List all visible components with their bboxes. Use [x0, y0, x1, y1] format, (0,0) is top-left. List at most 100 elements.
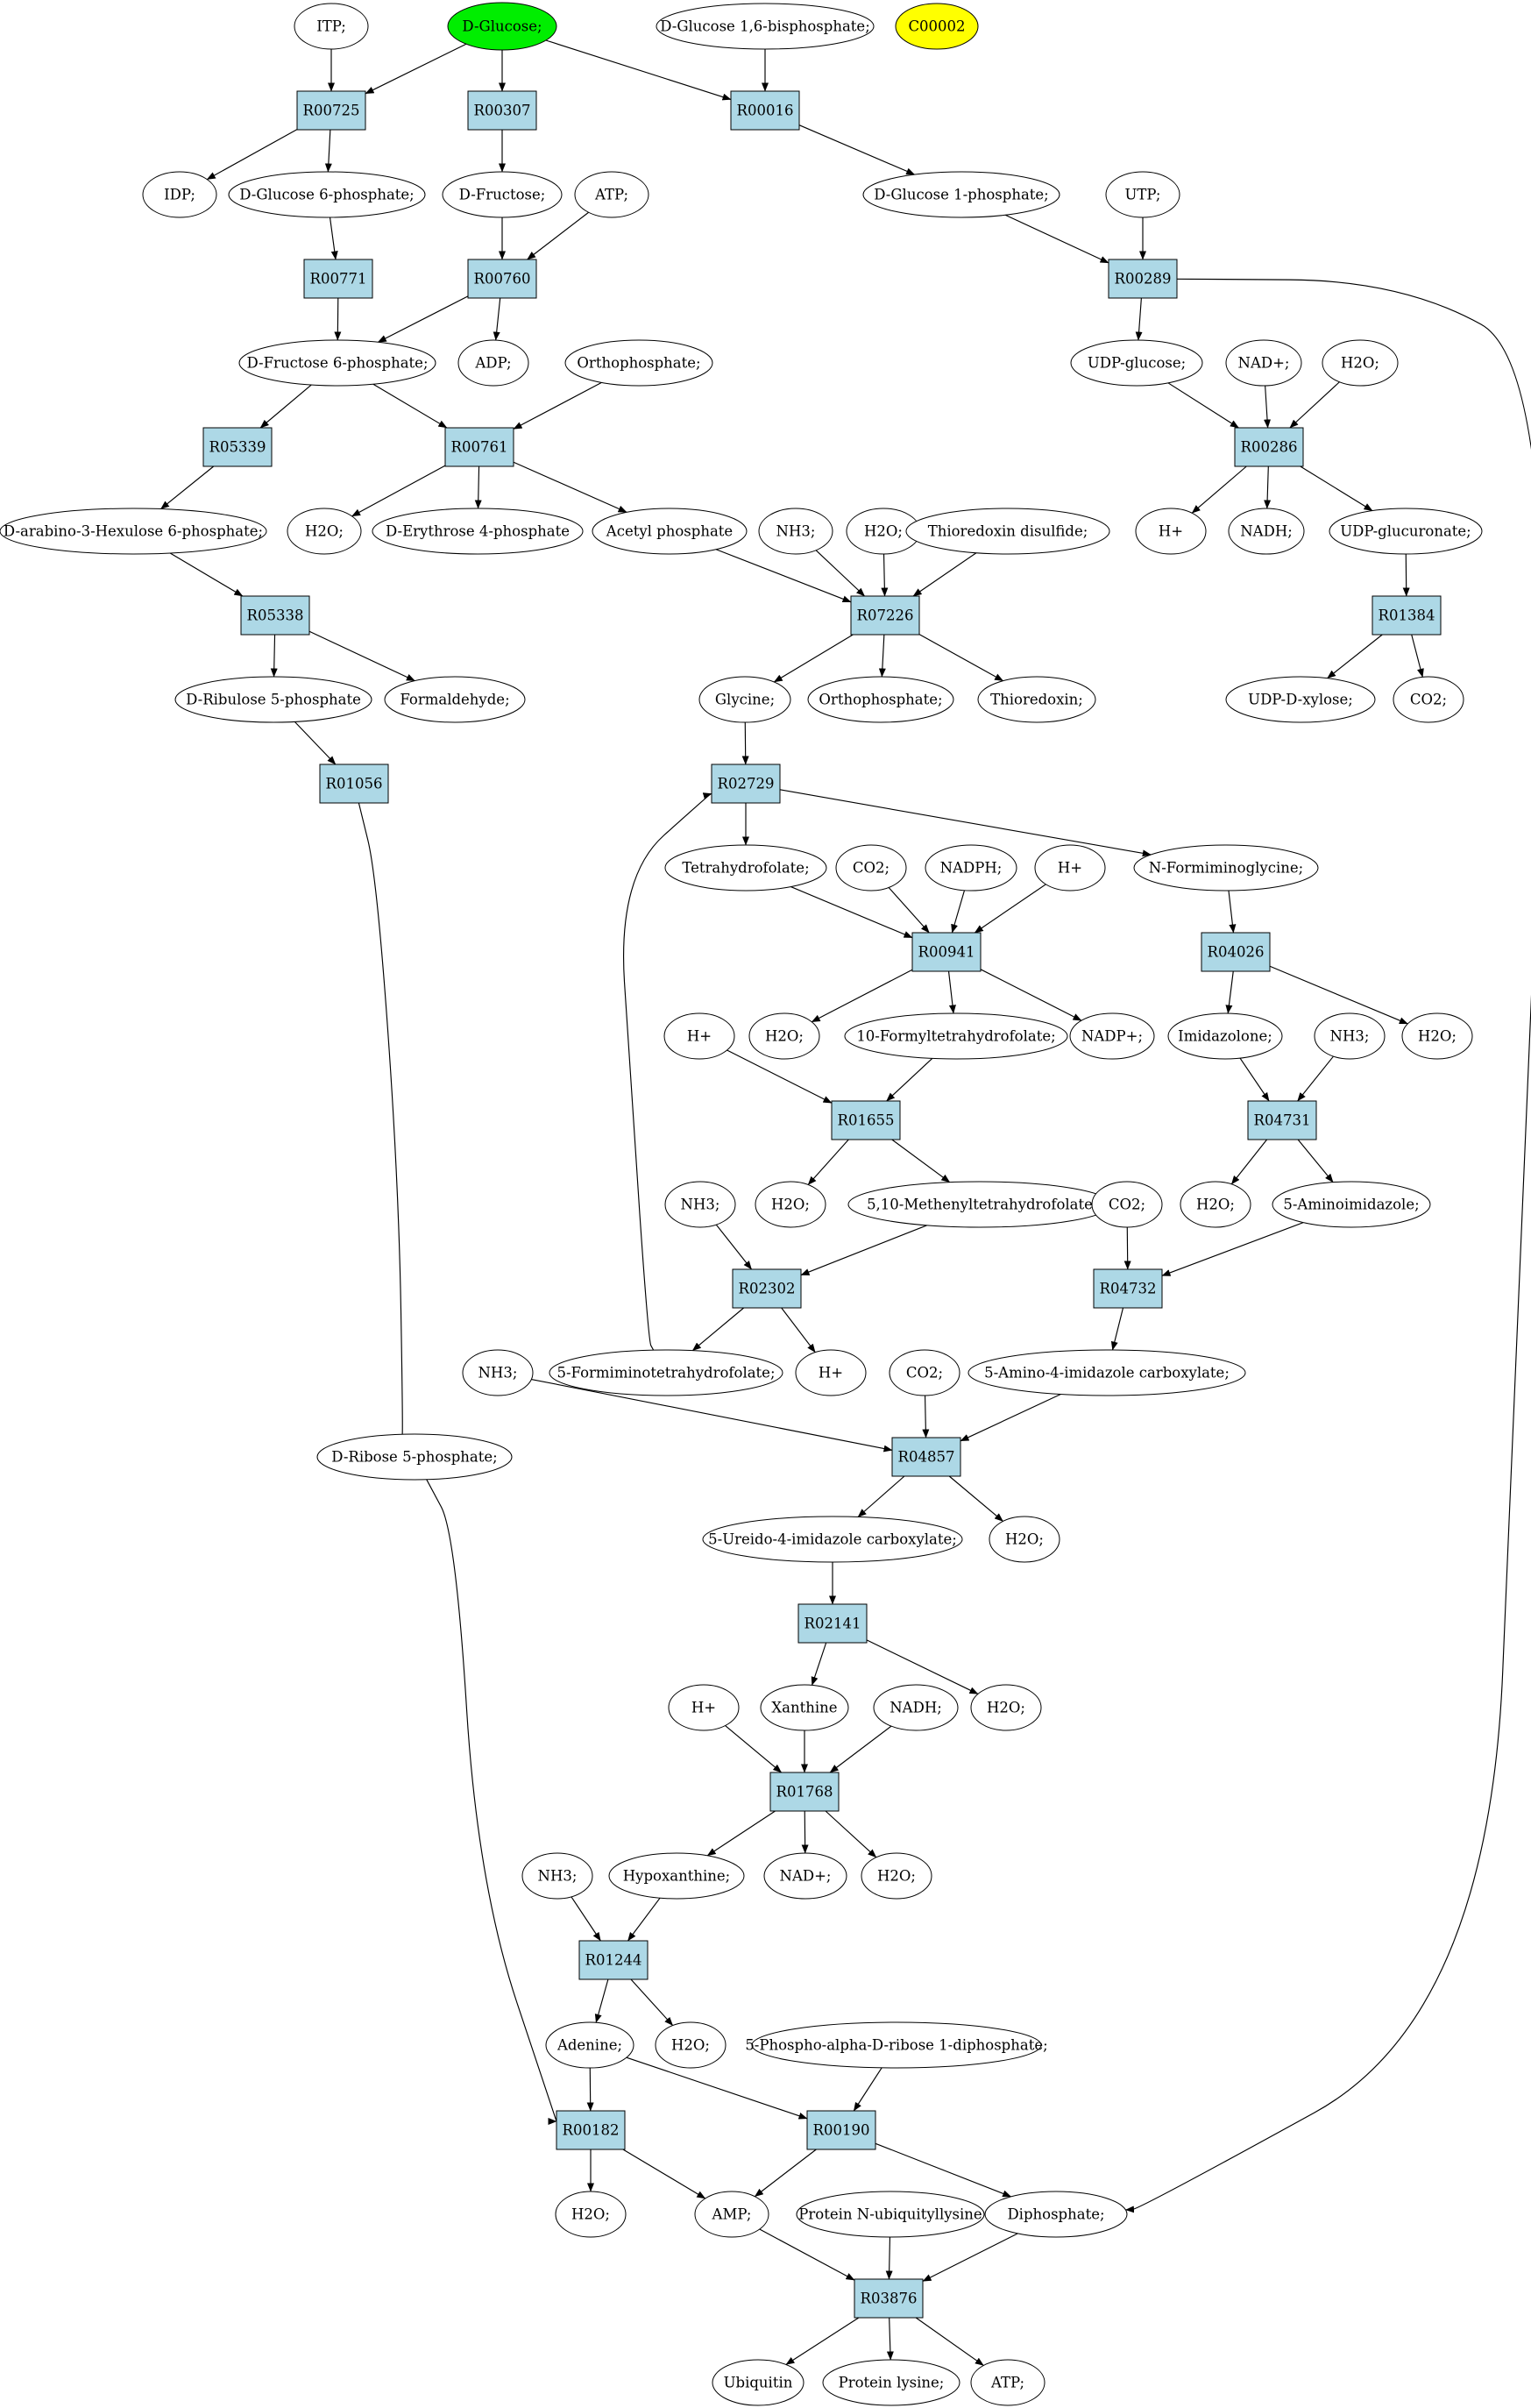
compound-node-dr5p-1[interactable]: D-Ribulose 5-phosphate — [174, 676, 372, 723]
compound-node-co2-1[interactable]: CO2; — [1393, 676, 1464, 723]
reaction-node-r00190[interactable]: R00190 — [806, 2110, 876, 2150]
compound-node-idp[interactable]: IDP; — [142, 171, 217, 218]
reaction-node-r04026[interactable]: R04026 — [1201, 932, 1271, 972]
reaction-node-r00016[interactable]: R00016 — [730, 90, 800, 131]
reaction-node-r01244[interactable]: R01244 — [578, 1940, 649, 1980]
reaction-node-r04731[interactable]: R04731 — [1247, 1100, 1317, 1140]
reaction-node-r02141[interactable]: R02141 — [797, 1603, 868, 1644]
reaction-node-r00941[interactable]: R00941 — [911, 932, 982, 972]
reaction-node-r01384[interactable]: R01384 — [1372, 595, 1442, 636]
compound-node-udpxylose[interactable]: UDP-D-xylose; — [1225, 676, 1376, 723]
compound-node-h2o-12[interactable]: H2O; — [555, 2191, 627, 2238]
reaction-node-r00760[interactable]: R00760 — [467, 259, 537, 299]
compound-node-nformiminoglycine[interactable]: N-Formiminoglycine; — [1133, 844, 1319, 891]
compound-node-hplus-5[interactable]: H+ — [668, 1684, 740, 1731]
compound-node-h2o-2[interactable]: H2O; — [287, 508, 362, 555]
compound-node-nh3-2[interactable]: NH3; — [1314, 1012, 1386, 1060]
compound-node-formylthf[interactable]: 10-Formyltetrahydrofolate; — [844, 1012, 1068, 1060]
reaction-node-r01768[interactable]: R01768 — [769, 1772, 840, 1812]
compound-node-atp-1[interactable]: ATP; — [574, 171, 649, 218]
reaction-node-r02302[interactable]: R02302 — [732, 1268, 802, 1309]
reaction-node-r07226[interactable]: R07226 — [850, 595, 920, 636]
compound-node-dg6p[interactable]: D-Glucose 6-phosphate; — [228, 171, 426, 218]
compound-node-hypoxanthine[interactable]: Hypoxanthine; — [608, 1852, 745, 1900]
compound-node-aminoimidazole[interactable]: 5-Aminoimidazole; — [1272, 1181, 1431, 1228]
reaction-node-r00307[interactable]: R00307 — [467, 90, 537, 131]
compound-node-orthophosphate-1[interactable]: Orthophosphate; — [564, 339, 713, 387]
compound-node-h2o-11[interactable]: H2O; — [655, 2021, 727, 2069]
compound-node-co2-2[interactable]: CO2; — [835, 844, 907, 891]
compound-node-nh3-1[interactable]: NH3; — [758, 508, 833, 555]
compound-node-dg16bp[interactable]: D-Glucose 1,6-bisphosphate; — [656, 3, 875, 50]
compound-node-glycine[interactable]: Glycine; — [698, 676, 791, 723]
reaction-node-r04732[interactable]: R04732 — [1093, 1268, 1163, 1309]
compound-node-udpglucuronate[interactable]: UDP-glucuronate; — [1329, 508, 1483, 555]
compound-node-dfructose[interactable]: D-Fructose; — [442, 171, 563, 218]
compound-node-h2o-4[interactable]: H2O; — [748, 1012, 820, 1060]
compound-node-h2o-3[interactable]: H2O; — [846, 508, 921, 555]
compound-node-atp-2[interactable]: ATP; — [970, 2359, 1045, 2406]
compound-node-acetylp[interactable]: Acetyl phosphate — [592, 508, 748, 555]
compound-node-orthophosphate-2[interactable]: Orthophosphate; — [807, 676, 954, 723]
compound-node-itp[interactable]: ITP; — [294, 3, 369, 50]
reaction-node-r00725[interactable]: R00725 — [296, 90, 366, 131]
compound-node-thioredoxin[interactable]: Thioredoxin; — [977, 676, 1096, 723]
compound-node-h2o-8[interactable]: H2O; — [989, 1516, 1060, 1563]
compound-node-hplus-3[interactable]: H+ — [663, 1012, 735, 1060]
compound-node-xanthine[interactable]: Xanthine — [760, 1684, 849, 1731]
compound-node-udpglucose[interactable]: UDP-glucose; — [1070, 339, 1203, 387]
compound-node-nh3-4[interactable]: NH3; — [462, 1349, 534, 1396]
compound-node-nadh-1[interactable]: NADH; — [1228, 508, 1305, 555]
compound-node-h2o-6[interactable]: H2O; — [1180, 1181, 1251, 1228]
compound-node-dg1p[interactable]: D-Glucose 1-phosphate; — [862, 171, 1060, 218]
compound-node-hplus-4[interactable]: H+ — [795, 1349, 867, 1396]
compound-node-h2o-1[interactable]: H2O; — [1322, 339, 1399, 387]
compound-node-proteinlysine[interactable]: Protein lysine; — [822, 2359, 960, 2406]
compound-node-nadplus-1[interactable]: NAD+; — [1225, 339, 1302, 387]
reaction-node-r00761[interactable]: R00761 — [444, 427, 514, 467]
compound-node-protnubi[interactable]: Protein N-ubiquityllysine — [796, 2191, 985, 2238]
compound-node-diphosphate[interactable]: Diphosphate; — [984, 2191, 1128, 2238]
compound-node-dah6p[interactable]: D-arabino-3-Hexulose 6-phosphate; — [0, 508, 267, 555]
compound-node-ureido[interactable]: 5-Ureido-4-imidazole carboxylate; — [702, 1516, 963, 1563]
reaction-node-r05338[interactable]: R05338 — [240, 595, 310, 636]
compound-node-formiminothf[interactable]: 5-Formiminotetrahydrofolate; — [549, 1349, 783, 1396]
compound-node-trxdisulfide[interactable]: Thioredoxin disulfide; — [905, 508, 1110, 555]
compound-node-h2o-5[interactable]: H2O; — [1401, 1012, 1473, 1060]
reaction-node-r01056[interactable]: R01056 — [319, 764, 389, 804]
compound-node-nh3-3[interactable]: NH3; — [664, 1181, 736, 1228]
reaction-node-r03876[interactable]: R03876 — [854, 2278, 924, 2319]
compound-node-co2-3[interactable]: CO2; — [1091, 1181, 1163, 1228]
compound-node-df6p[interactable]: D-Fructose 6-phosphate; — [238, 339, 436, 387]
compound-node-h2o-9[interactable]: H2O; — [970, 1684, 1042, 1731]
reaction-node-r00771[interactable]: R00771 — [303, 259, 373, 299]
compound-node-h2o-7[interactable]: H2O; — [755, 1181, 826, 1228]
compound-node-c00002[interactable]: C00002 — [895, 3, 979, 50]
compound-node-adenine[interactable]: Adenine; — [545, 2021, 634, 2069]
reaction-node-r05339[interactable]: R05339 — [202, 427, 273, 467]
compound-node-imidazolone[interactable]: Imidazolone; — [1167, 1012, 1283, 1060]
reaction-node-r04857[interactable]: R04857 — [891, 1437, 961, 1477]
compound-node-co2-4[interactable]: CO2; — [889, 1349, 960, 1396]
compound-node-nadph[interactable]: NADPH; — [925, 844, 1017, 891]
compound-node-thf[interactable]: Tetrahydrofolate; — [664, 844, 827, 891]
compound-node-hplus-1[interactable]: H+ — [1135, 508, 1207, 555]
compound-node-ribose5p[interactable]: D-Ribose 5-phosphate; — [316, 1433, 513, 1481]
reaction-node-r00182[interactable]: R00182 — [556, 2110, 626, 2150]
reaction-node-r01655[interactable]: R01655 — [831, 1100, 901, 1140]
compound-node-dglucose[interactable]: D-Glucose; — [447, 2, 557, 51]
compound-node-ubiquitin[interactable]: Ubiquitin — [712, 2359, 804, 2406]
reaction-node-r00289[interactable]: R00289 — [1108, 259, 1178, 299]
compound-node-prpp[interactable]: 5-Phospho-alpha-D-ribose 1-diphosphate; — [745, 2021, 1048, 2069]
reaction-node-r02729[interactable]: R02729 — [711, 764, 781, 804]
compound-node-h2o-10[interactable]: H2O; — [861, 1852, 932, 1900]
compound-node-nadh-2[interactable]: NADH; — [873, 1684, 959, 1731]
compound-node-amp[interactable]: AMP; — [694, 2191, 769, 2238]
compound-node-nadpplus[interactable]: NADP+; — [1069, 1012, 1155, 1060]
reaction-node-r00286[interactable]: R00286 — [1234, 427, 1304, 467]
compound-node-methenylthf[interactable]: 5,10-Methenyltetrahydrofolate — [847, 1181, 1112, 1228]
compound-node-hplus-2[interactable]: H+ — [1034, 844, 1106, 891]
compound-node-adp[interactable]: ADP; — [457, 339, 529, 387]
compound-node-de4p[interactable]: D-Erythrose 4-phosphate — [372, 508, 584, 555]
compound-node-formaldehyde[interactable]: Formaldehyde; — [384, 676, 526, 723]
